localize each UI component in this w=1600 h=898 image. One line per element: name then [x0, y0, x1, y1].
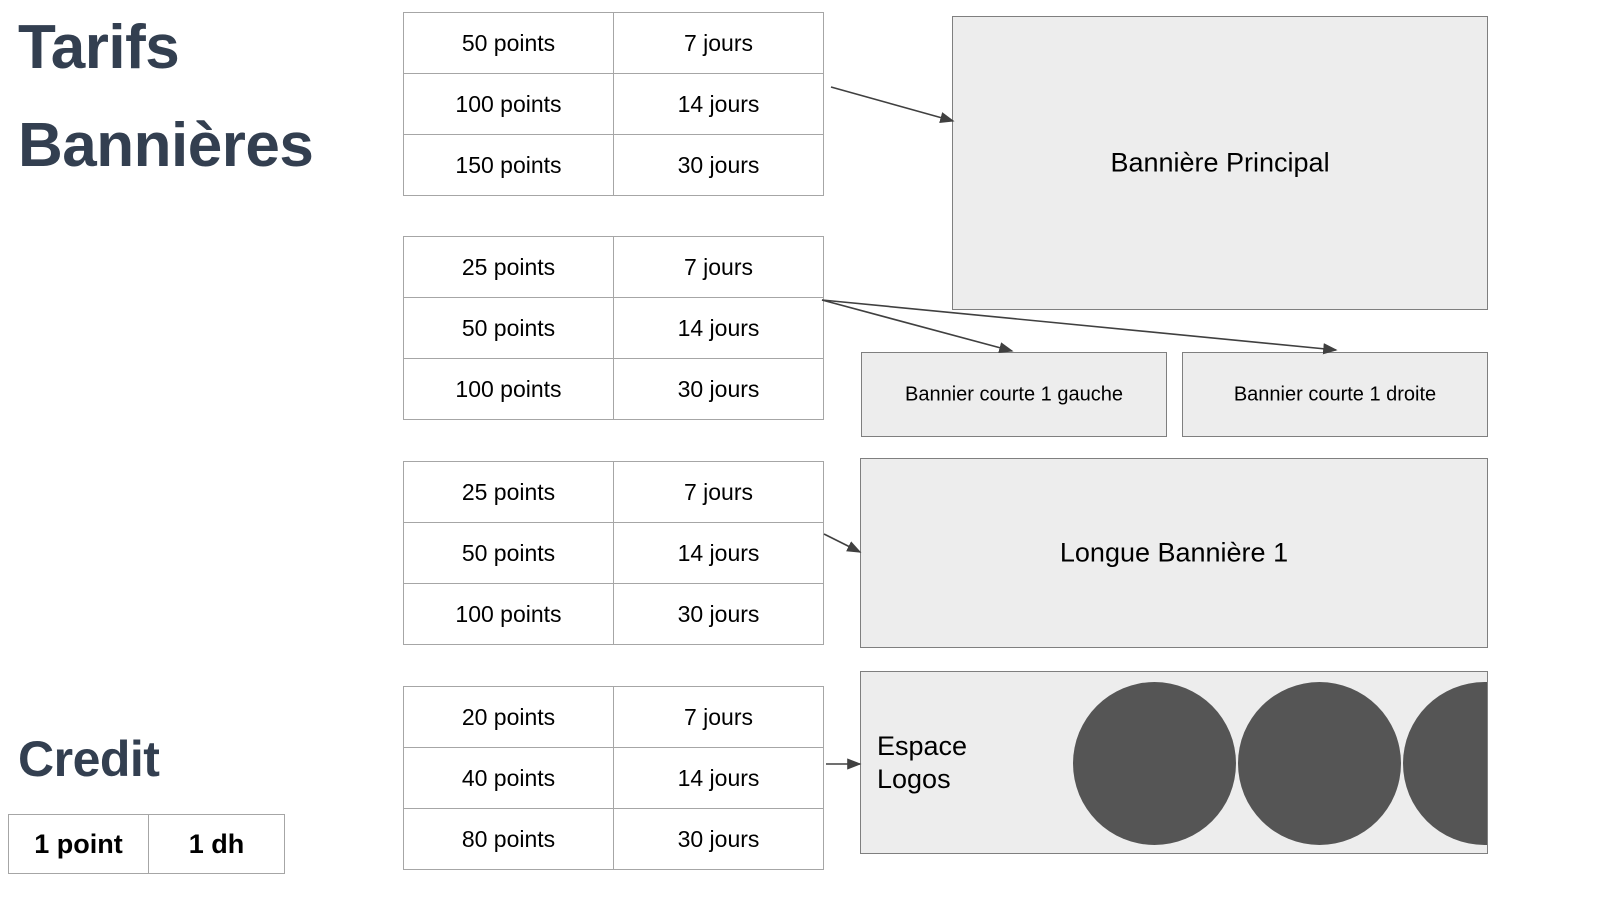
banner-placeholder-courte-droite: Bannier courte 1 droite [1182, 352, 1488, 437]
pricing-table-logos: 20 points 7 jours 40 points 14 jours 80 … [403, 686, 824, 870]
cell-points: 100 points [403, 358, 614, 420]
cell-points: 40 points [403, 747, 614, 809]
table-row: 150 points 30 jours [403, 134, 824, 196]
cell-points: 25 points [403, 236, 614, 298]
logo-circle-icon [1403, 682, 1487, 845]
table-row: 25 points 7 jours [403, 461, 824, 523]
banner-placeholder-principal: Bannière Principal [952, 16, 1488, 310]
cell-points: 80 points [403, 808, 614, 870]
cell-duration: 7 jours [613, 461, 824, 523]
table-row: 40 points 14 jours [403, 747, 824, 809]
table-row: 50 points 7 jours [403, 12, 824, 74]
cell-duration: 7 jours [613, 686, 824, 748]
cell-duration: 14 jours [613, 522, 824, 584]
cell-duration: 14 jours [613, 297, 824, 359]
table-row: 1 point 1 dh [8, 814, 285, 874]
banner-placeholder-longue: Longue Bannière 1 [860, 458, 1488, 648]
cell-credit-price: 1 dh [148, 814, 285, 874]
cell-points: 100 points [403, 73, 614, 135]
banner-label: Longue Bannière 1 [1059, 537, 1289, 568]
arrow-to-banner-longue [823, 533, 862, 553]
cell-duration: 30 jours [613, 583, 824, 645]
cell-credit-unit: 1 point [8, 814, 149, 874]
logo-circle-icon [1073, 682, 1236, 845]
banner-label: Bannier courte 1 gauche [905, 383, 1123, 405]
table-row: 50 points 14 jours [403, 297, 824, 359]
banner-label: Espace Logos [877, 730, 968, 794]
pricing-table-principal: 50 points 7 jours 100 points 14 jours 15… [403, 12, 824, 196]
table-row: 25 points 7 jours [403, 236, 824, 298]
page-title-tarifs: Tarifs [18, 13, 180, 82]
credit-table: 1 point 1 dh [8, 814, 285, 874]
page-title-bannieres: Bannières [18, 111, 314, 180]
cell-duration: 7 jours [613, 12, 824, 74]
cell-duration: 30 jours [613, 134, 824, 196]
cell-duration: 30 jours [613, 358, 824, 420]
table-row: 80 points 30 jours [403, 808, 824, 870]
cell-points: 25 points [403, 461, 614, 523]
pricing-table-courte: 25 points 7 jours 50 points 14 jours 100… [403, 236, 824, 420]
cell-points: 50 points [403, 522, 614, 584]
table-row: 20 points 7 jours [403, 686, 824, 748]
pricing-table-longue: 25 points 7 jours 50 points 14 jours 100… [403, 461, 824, 645]
cell-duration: 14 jours [613, 747, 824, 809]
logo-circle-icon [1238, 682, 1401, 845]
cell-points: 50 points [403, 12, 614, 74]
cell-points: 20 points [403, 686, 614, 748]
section-title-credit: Credit [18, 731, 160, 787]
banner-placeholder-courte-gauche: Bannier courte 1 gauche [861, 352, 1167, 437]
cell-points: 100 points [403, 583, 614, 645]
banner-label: Bannière Principal [1110, 147, 1330, 178]
cell-points: 150 points [403, 134, 614, 196]
banner-placeholder-logos: Espace Logos [860, 671, 1488, 854]
cell-duration: 30 jours [613, 808, 824, 870]
arrow-to-banner-principal [830, 86, 955, 123]
cell-duration: 14 jours [613, 73, 824, 135]
banner-label: Bannier courte 1 droite [1233, 383, 1437, 405]
table-row: 100 points 30 jours [403, 583, 824, 645]
cell-points: 50 points [403, 297, 614, 359]
table-row: 100 points 30 jours [403, 358, 824, 420]
table-row: 50 points 14 jours [403, 522, 824, 584]
table-row: 100 points 14 jours [403, 73, 824, 135]
cell-duration: 7 jours [613, 236, 824, 298]
